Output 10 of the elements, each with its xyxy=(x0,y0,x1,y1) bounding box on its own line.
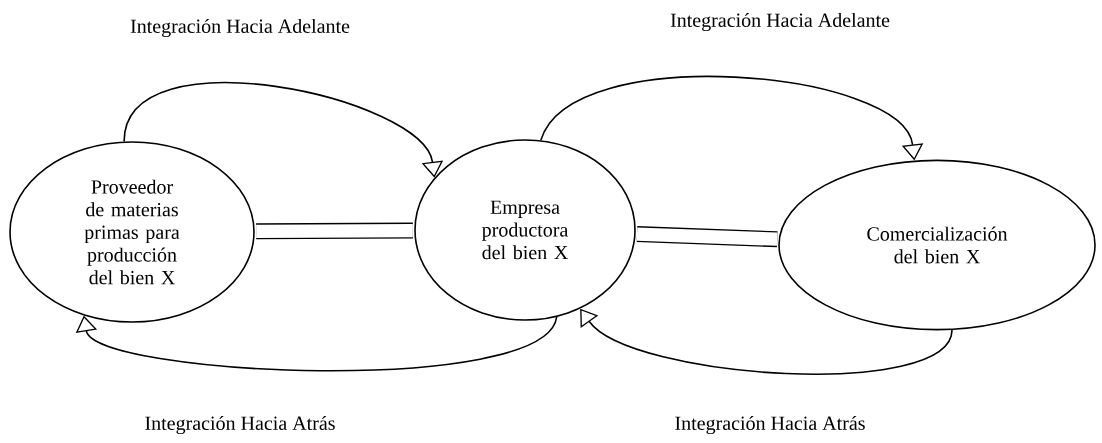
edge-label: Integración Hacia Atrás xyxy=(145,415,335,435)
bar-connector xyxy=(256,222,413,240)
edge-label: Integración Hacia Adelante xyxy=(130,18,350,38)
ellipse-node: Empresa productora del bien X xyxy=(414,139,636,321)
ellipse-node: Comercialización del bien X xyxy=(778,159,1096,331)
bar-connector xyxy=(636,226,778,248)
ellipse-node: Proveedor de materias primas para producción del bien X xyxy=(9,141,255,323)
curved-arrow xyxy=(123,82,444,178)
edge-label: Integración Hacia Atrás xyxy=(675,415,865,435)
edge-label: Integración Hacia Adelante xyxy=(670,12,890,32)
